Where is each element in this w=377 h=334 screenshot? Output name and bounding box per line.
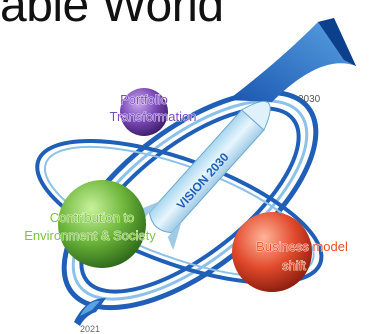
node-business-label-line2: shift <box>282 258 306 273</box>
node-portfolio-label-line1: Portfolio <box>120 92 168 107</box>
node-environment-label-line1: Contribution to <box>50 210 135 225</box>
swoosh-start-icon <box>74 298 106 326</box>
node-business-label-line1: Business model <box>256 239 348 254</box>
page-heading: able World <box>0 0 224 32</box>
node-business-model-shift-sphere <box>232 212 312 292</box>
rocket-icon <box>131 100 271 251</box>
year-start-label: 2021 <box>80 324 100 334</box>
swoosh-start-small-icon <box>80 300 100 316</box>
node-environment-society-sphere <box>58 180 146 268</box>
swoosh-end-icon <box>228 18 356 102</box>
swoosh-end-highlight <box>318 18 356 66</box>
node-portfolio-transformation-sphere <box>120 88 168 136</box>
node-portfolio-label-line2: Transformation <box>110 109 197 124</box>
node-environment-label-line2: Environment & Society <box>24 228 156 243</box>
year-end-label: 2030 <box>298 94 321 105</box>
